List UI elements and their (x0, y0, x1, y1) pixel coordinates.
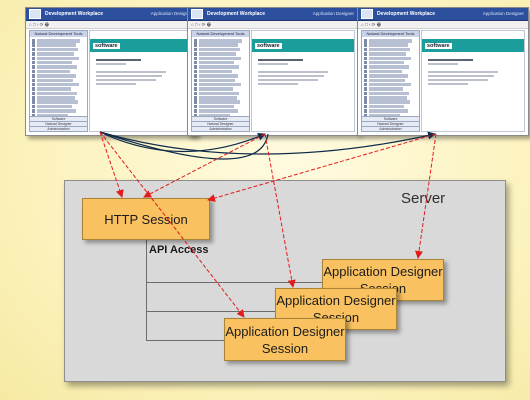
navigation-panel: Natural Development Tools Software Natur… (361, 30, 420, 132)
request-arrow (99, 131, 245, 318)
api-access-branch-line (146, 340, 226, 341)
footer-item[interactable]: Natural Designer (362, 121, 419, 126)
app-logo-icon (191, 9, 203, 19)
footer-item[interactable]: Software (192, 116, 249, 121)
navigation-footer: Software Natural Designer Administration (192, 116, 249, 131)
server-label: Server (401, 190, 446, 207)
navigation-tree[interactable] (194, 39, 247, 118)
app-logo-icon (29, 9, 41, 19)
browser-window-1: Development Workplace Application Design… (25, 7, 197, 136)
window-app-name: Application Designer (312, 11, 354, 16)
footer-item[interactable]: Natural Designer (192, 121, 249, 126)
banner-logo: software (425, 43, 452, 49)
navigation-tree[interactable] (32, 39, 85, 118)
navigation-panel-title: Natural Development Tools (30, 31, 87, 37)
navigation-footer: Software Natural Designer Administration (30, 116, 87, 131)
navigation-panel: Natural Development Tools Software Natur… (29, 30, 88, 132)
window-app-name: Application Designer (482, 11, 524, 16)
api-access-branch-line (146, 311, 276, 312)
content-banner: software (252, 39, 354, 52)
api-access-trunk-line (146, 239, 147, 340)
footer-item[interactable]: Administration (192, 126, 249, 131)
navigation-tree[interactable] (364, 39, 417, 118)
footer-item[interactable]: Software (362, 116, 419, 121)
window-titlebar: Development Workplace Application Design… (26, 8, 196, 21)
window-toolbar[interactable]: ⌂ □ ‹ ⟳ 🖶 (188, 21, 358, 29)
content-text (258, 59, 333, 87)
navigation-footer: Software Natural Designer Administration (362, 116, 419, 131)
window-title: Development Workplace (207, 11, 265, 17)
navigation-panel-title: Natural Development Tools (362, 31, 419, 37)
request-arrow (99, 131, 124, 198)
designer-session-label: Application Designer (276, 293, 396, 308)
api-access-branch-line (146, 282, 330, 283)
content-panel: software (421, 30, 525, 132)
window-toolbar[interactable]: ⌂ □ ‹ ⟳ 🖶 (358, 21, 528, 29)
shared-session-curve (99, 131, 436, 155)
designer-session-sublabel: Session (261, 340, 309, 356)
designer-session-label: Application Designer (323, 264, 443, 279)
content-banner: software (422, 39, 524, 52)
navigation-panel-title: Natural Development Tools (192, 31, 249, 37)
request-arrow (207, 133, 437, 202)
request-arrow (264, 133, 296, 288)
footer-item[interactable]: Software (30, 116, 87, 121)
footer-item[interactable]: Natural Designer (30, 121, 87, 126)
window-app-name: Application Designer (150, 11, 192, 16)
app-logo-icon (361, 9, 373, 19)
request-arrow (143, 133, 266, 198)
shared-session-curve (99, 131, 269, 160)
http-session-box: HTTP Session (82, 198, 210, 240)
content-banner: software (90, 39, 192, 52)
banner-logo: software (93, 43, 120, 49)
footer-item[interactable]: Administration (362, 126, 419, 131)
request-arrow (415, 133, 437, 259)
window-title: Development Workplace (377, 11, 435, 17)
banner-logo: software (255, 43, 282, 49)
content-text (96, 59, 171, 87)
navigation-panel: Natural Development Tools Software Natur… (191, 30, 250, 132)
http-session-label: HTTP Session (104, 211, 188, 227)
footer-item[interactable]: Administration (30, 126, 87, 131)
window-titlebar: Development Workplace Application Design… (358, 8, 528, 21)
window-titlebar: Development Workplace Application Design… (188, 8, 358, 21)
window-toolbar[interactable]: ⌂ □ ‹ ⟳ 🖶 (26, 21, 196, 29)
designer-session-label: Application Designer (225, 323, 345, 339)
browser-window-3: Development Workplace Application Design… (357, 7, 529, 136)
content-panel: software (251, 30, 355, 132)
window-title: Development Workplace (45, 11, 103, 17)
shared-session-curve (99, 131, 266, 153)
content-text (428, 59, 503, 87)
